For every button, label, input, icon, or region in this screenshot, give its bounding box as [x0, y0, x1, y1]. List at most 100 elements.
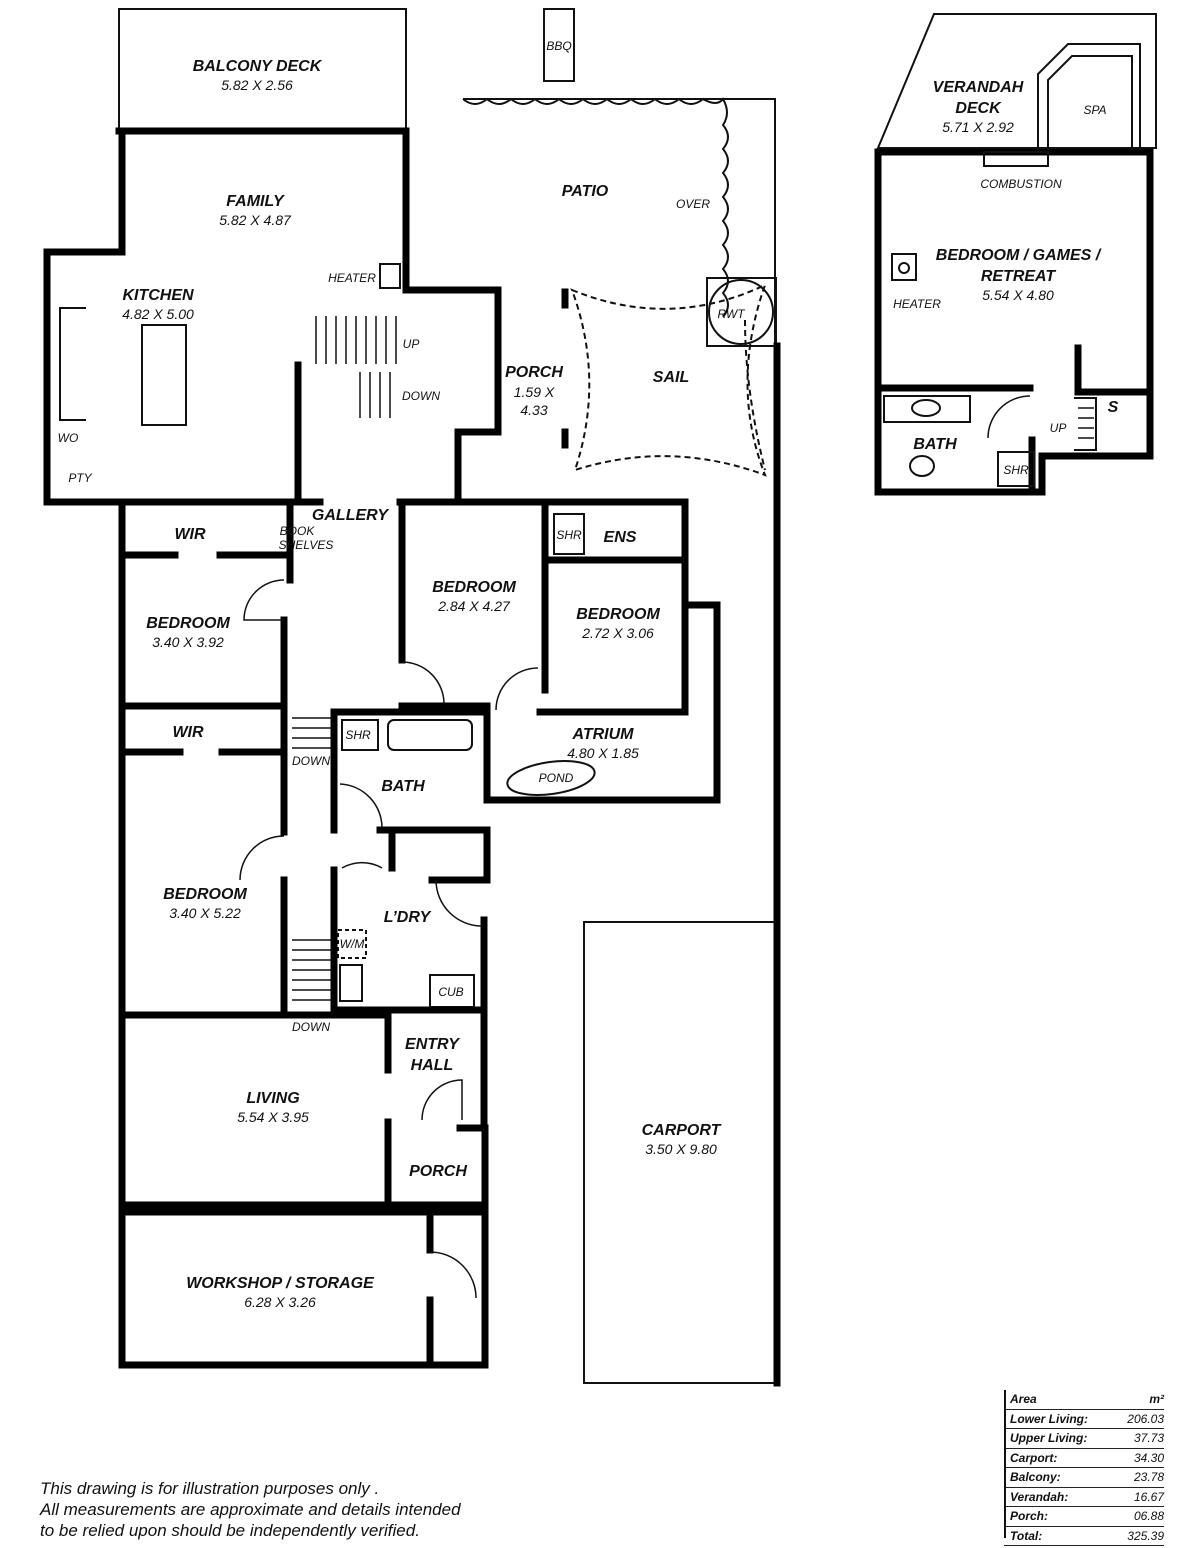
- shr-ens: SHR: [556, 528, 582, 542]
- area-row-label: Total:: [1010, 1528, 1043, 1543]
- area-row-value: 325.39: [1127, 1528, 1164, 1543]
- sail-name: SAIL: [653, 369, 689, 386]
- book-shelves-2: SHELVES: [279, 538, 334, 552]
- rwt-label: RWT: [717, 307, 746, 321]
- verandah-2: DECK: [955, 100, 1002, 117]
- bath-tub: [387, 719, 473, 751]
- up-label: UP: [403, 337, 420, 351]
- laundry-sink: [339, 964, 363, 1002]
- bedroom-2-name: BEDROOM: [432, 579, 516, 596]
- bbq-outline: [543, 8, 575, 82]
- patio-boundary: [463, 98, 776, 346]
- bedroom-4-name: BEDROOM: [163, 886, 247, 903]
- shr-bath: SHR: [345, 728, 371, 742]
- door-bed3: [495, 667, 539, 711]
- upper-stair: [1074, 397, 1097, 451]
- patio-over: OVER: [676, 197, 710, 211]
- kitchen-dims: 4.82 X 5.00: [122, 306, 194, 322]
- wall-workshop-south: [118, 1208, 489, 1369]
- door-bed1: [243, 579, 285, 621]
- upper-spa-1: [1037, 43, 1141, 150]
- area-table-rule: [1004, 1390, 1006, 1538]
- area-row-value: 34.30: [1133, 1450, 1164, 1465]
- area-row-total: Total: 325.39: [1004, 1527, 1164, 1546]
- door-bath: [339, 783, 383, 829]
- living-name: LIVING: [246, 1090, 299, 1107]
- wall-atrium: [483, 601, 721, 804]
- area-row-value: 206.03: [1127, 1411, 1164, 1426]
- upper-vanity: [883, 395, 971, 423]
- upper-basin: [911, 399, 941, 417]
- upper-bath-name: BATH: [913, 436, 957, 453]
- heater-box: [379, 263, 401, 289]
- workshop-dims: 6.28 X 3.26: [244, 1294, 316, 1310]
- area-row: Verandah: 16.67: [1004, 1488, 1164, 1507]
- area-row-label: Balcony:: [1010, 1470, 1061, 1484]
- bedroom-3-dims: 2.72 X 3.06: [581, 625, 654, 641]
- wm-label: W/M: [340, 937, 365, 951]
- ens-name: ENS: [604, 529, 637, 546]
- upper-verandah-outline: [876, 13, 1157, 149]
- retreat-2: RETREAT: [981, 268, 1057, 285]
- wir-1-name: WIR: [174, 526, 206, 543]
- family-name: FAMILY: [226, 193, 285, 210]
- disclaimer-line-1: This drawing is for illustration purpose…: [40, 1479, 380, 1498]
- shower-lower: [341, 719, 379, 751]
- wir-2-name: WIR: [172, 724, 204, 741]
- upper-heater-label: HEATER: [893, 297, 941, 311]
- bbq-label: BBQ: [546, 39, 571, 53]
- bedroom-3-name: BEDROOM: [576, 606, 660, 623]
- balcony-deck-name: BALCONY DECK: [193, 58, 323, 75]
- wall-gallery-south: [396, 498, 689, 564]
- area-table: Area m² Lower Living: 206.03 Upper Livin…: [1004, 1390, 1164, 1546]
- area-row: Balcony: 23.78: [1004, 1468, 1164, 1488]
- area-row-value: 06.88: [1133, 1509, 1164, 1523]
- upper-heater-box: [891, 253, 917, 281]
- area-row-value: 16.67: [1133, 1489, 1164, 1504]
- wall-family-east: [402, 127, 502, 294]
- verandah-dims: 5.71 X 2.92: [942, 119, 1014, 135]
- shower-ens: [553, 513, 585, 555]
- door-laundry-ext: [435, 879, 483, 927]
- spa-label: SPA: [1083, 103, 1106, 117]
- pond: [506, 760, 596, 796]
- gallery-name: GALLERY: [312, 507, 389, 524]
- laundry-name: L’DRY: [384, 909, 432, 926]
- upper-shower: [997, 451, 1035, 487]
- wall-bath-south: [376, 826, 491, 884]
- book-shelves-1: BOOK: [280, 524, 316, 538]
- bath-name: BATH: [381, 778, 425, 795]
- door-bed4: [239, 835, 285, 881]
- area-row: Porch: 06.88: [1004, 1507, 1164, 1527]
- area-row: Upper Living: 37.73: [1004, 1429, 1164, 1449]
- wall-west-lower: [118, 498, 489, 1369]
- retreat-dims: 5.54 X 4.80: [982, 287, 1054, 303]
- bedroom-4-dims: 3.40 X 5.22: [169, 905, 241, 921]
- upper-toilet: [909, 455, 935, 477]
- area-row-label: Porch:: [1010, 1509, 1049, 1523]
- wall-bed3: [536, 556, 689, 716]
- carport-name: CARPORT: [642, 1122, 722, 1139]
- bedroom-1-dims: 3.40 X 3.92: [152, 634, 224, 650]
- heater-label: HEATER: [328, 271, 376, 285]
- porch-upper-dims-2: 4.33: [520, 402, 547, 418]
- family-dims: 5.82 X 4.87: [219, 212, 292, 228]
- area-row-label: Lower Living:: [1010, 1411, 1088, 1426]
- wall-porch-lower: [384, 1118, 489, 1209]
- patio-name: PATIO: [562, 183, 609, 200]
- workshop-name: WORKSHOP / STORAGE: [186, 1275, 375, 1292]
- entry-hall-1: ENTRY: [405, 1036, 460, 1053]
- bedroom-1-name: BEDROOM: [146, 615, 230, 632]
- disclaimer-line-3: to be relied upon should be independentl…: [40, 1521, 420, 1540]
- wo-label: WO: [58, 431, 79, 445]
- kitchen-name: KITCHEN: [122, 287, 194, 304]
- retreat-1: BEDROOM / GAMES /: [936, 247, 1102, 264]
- wall-laundry-east: [330, 916, 488, 1014]
- area-row-label: Verandah:: [1010, 1489, 1069, 1504]
- bedroom-2-dims: 2.84 X 4.27: [437, 598, 511, 614]
- area-header-label: Area: [1010, 1392, 1037, 1406]
- porch-upper-dims-1: 1.59 X: [514, 384, 555, 400]
- rwt-tank: [708, 279, 774, 345]
- porch-lower-name: PORCH: [409, 1163, 467, 1180]
- area-row-value: 23.78: [1133, 1470, 1164, 1484]
